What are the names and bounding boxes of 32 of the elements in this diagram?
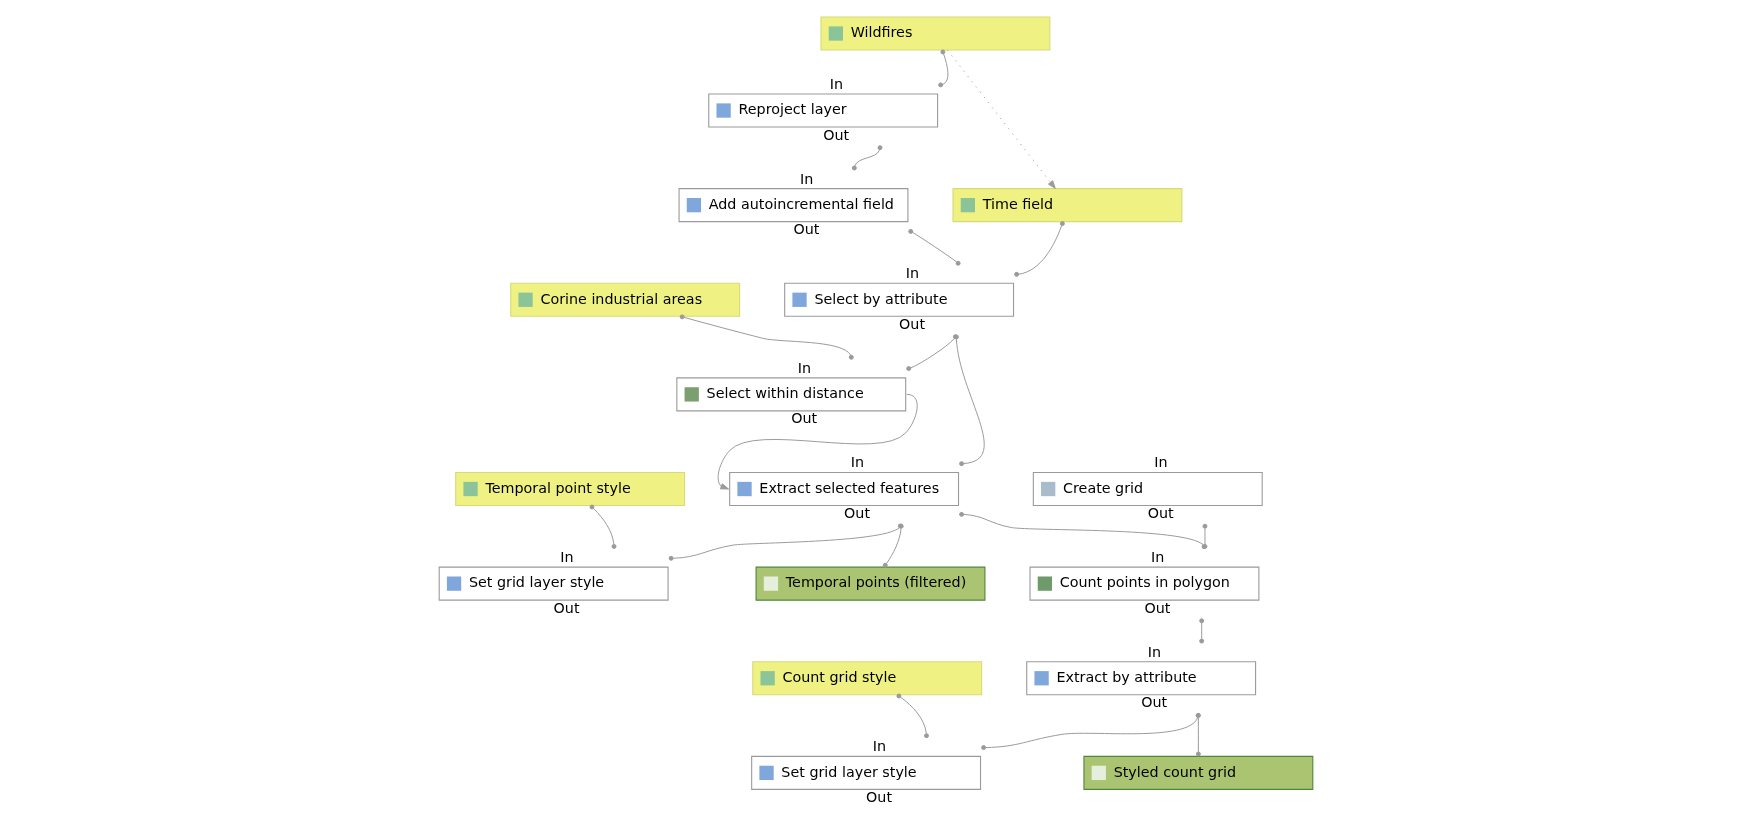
node-label: Out bbox=[1141, 694, 1168, 711]
connector bbox=[1195, 712, 1201, 757]
connector bbox=[1014, 221, 1065, 277]
node-label: In bbox=[560, 549, 574, 566]
node-label: Out bbox=[791, 410, 818, 427]
connector bbox=[981, 712, 1201, 751]
node-label: In bbox=[1151, 549, 1165, 566]
node-label: Out bbox=[866, 788, 893, 805]
node-label: Out bbox=[1144, 599, 1171, 616]
node-label: In bbox=[872, 738, 886, 755]
node-label: Out bbox=[844, 505, 871, 522]
node-label: In bbox=[905, 265, 919, 282]
connector bbox=[589, 504, 617, 549]
connector bbox=[908, 228, 961, 266]
node-label: In bbox=[1154, 454, 1168, 471]
connector bbox=[679, 314, 854, 360]
node-label: In bbox=[850, 454, 864, 471]
node-label: Out bbox=[899, 315, 926, 332]
node-label: Out bbox=[793, 221, 820, 238]
connector bbox=[896, 693, 929, 739]
node-label: Out bbox=[553, 599, 580, 616]
node-label: In bbox=[1147, 643, 1162, 660]
node-label: In bbox=[800, 170, 814, 187]
connector bbox=[938, 49, 949, 88]
node-label: Out bbox=[823, 126, 850, 143]
arrow bbox=[717, 393, 918, 490]
connector bbox=[1199, 618, 1205, 644]
node-label: In bbox=[829, 75, 844, 92]
node-label: Out bbox=[1147, 505, 1174, 522]
arrow bbox=[947, 49, 1056, 189]
node-label: In bbox=[797, 359, 812, 376]
connector bbox=[851, 145, 883, 171]
